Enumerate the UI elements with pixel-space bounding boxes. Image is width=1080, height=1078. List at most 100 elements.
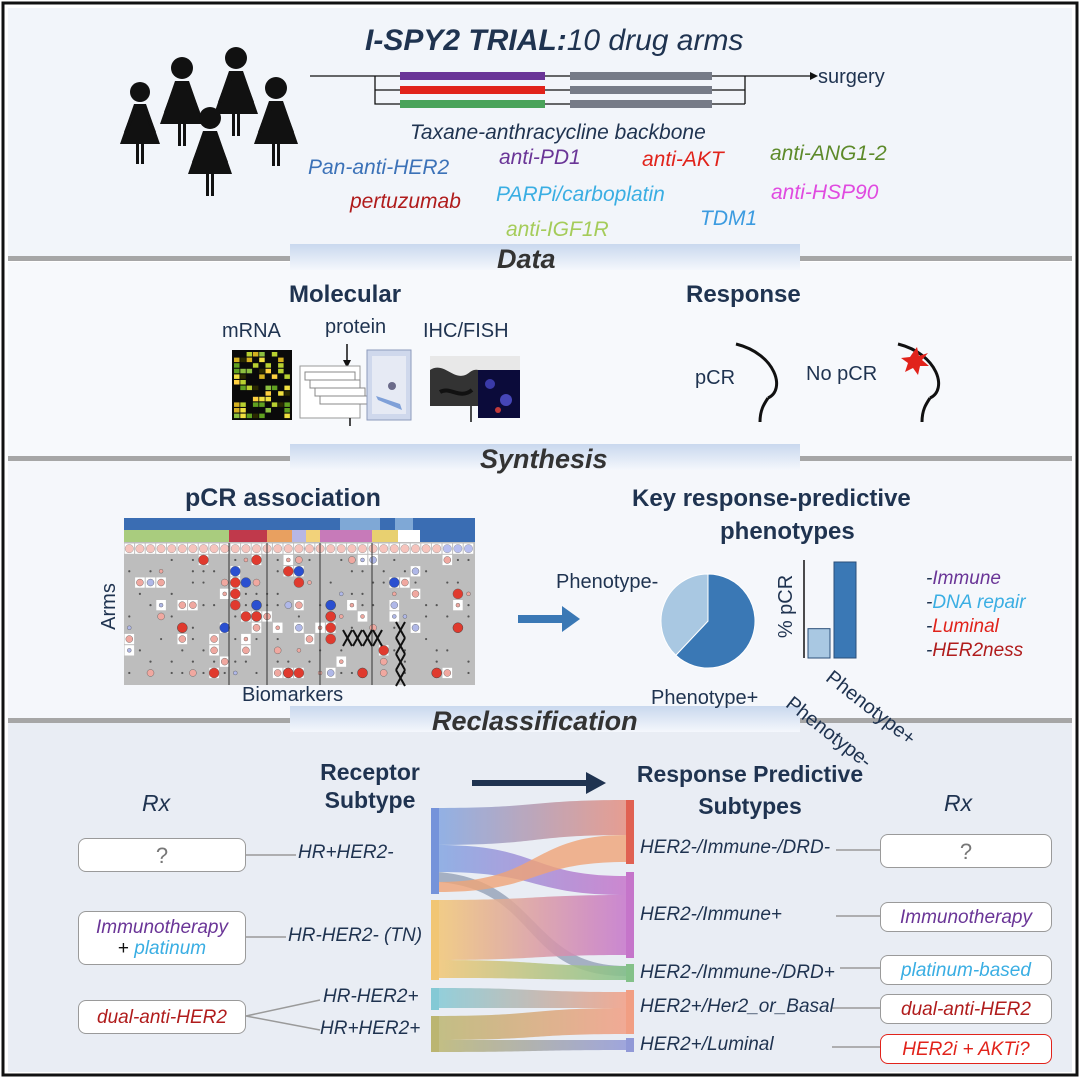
arm-bar-purple [400, 72, 545, 80]
response-her2neg-immuneneg-drdneg: HER2-/Immune-/DRD- [640, 837, 831, 858]
mrna-cell [234, 363, 240, 368]
heatmap-dot [411, 567, 420, 575]
response-her2neg-immunepos: HER2-/Immune+ [640, 904, 783, 925]
heatmap-dot [252, 544, 261, 554]
mrna-cell [259, 402, 265, 407]
heatmap-dot [453, 544, 463, 554]
heatmap-dot [178, 601, 187, 609]
section-dividers [8, 244, 1072, 732]
mrna-cell [259, 352, 265, 357]
heatmap-dot [443, 556, 451, 564]
mrna-cell [240, 374, 246, 379]
heatmap-dot [442, 544, 452, 554]
heatmap-dot [240, 577, 252, 588]
rx-box-immunotherapy-right: Immunotherapy [880, 902, 1052, 932]
heatmap-dot [188, 544, 198, 554]
heatmap-dot [127, 625, 132, 630]
mrna-cell [259, 396, 265, 402]
heatmap-dot [244, 604, 247, 607]
heatmap-dot [286, 557, 291, 563]
receptor-tn: HR-HER2- (TN) [288, 925, 423, 946]
mrna-cell [252, 413, 259, 419]
heatmap-dot [297, 615, 300, 618]
sankey-node-tn [431, 900, 439, 980]
heatmap-dot [425, 615, 428, 618]
mrna-cell [246, 352, 253, 357]
mrna-cell [284, 413, 290, 419]
heatmap-dot [255, 671, 258, 675]
heatmap-dot [213, 660, 216, 663]
sankey-node-drd-pos [626, 964, 634, 982]
heatmap-dot [210, 635, 218, 643]
heatmap-dot [167, 544, 177, 554]
bar-phenotype [833, 561, 857, 659]
heatmap-dot [255, 637, 258, 641]
heatmap-dot [181, 649, 184, 652]
phenotype-luminal: Luminal [932, 616, 999, 637]
heatmap-dot [222, 591, 227, 597]
heatmap-dot [202, 671, 205, 675]
heatmap-dot [425, 637, 428, 641]
heatmap-dot [230, 577, 241, 588]
trial-title-bold: I-SPY2 TRIAL: [365, 24, 567, 57]
heatmap-dot [213, 570, 216, 573]
heatmap-dot [380, 669, 388, 677]
molecular-title: Molecular [289, 281, 402, 308]
heatmap-dot [276, 570, 279, 573]
heatmap-dot [251, 599, 262, 611]
mrna-cell [278, 368, 284, 374]
heatmap-dot [170, 660, 173, 663]
trial-title-rest: 10 drug arms [566, 24, 744, 57]
response-title: Response [686, 281, 801, 308]
heatmap-dot [149, 570, 152, 573]
heatmap-dot [202, 570, 205, 573]
heatmap-dot [275, 625, 280, 630]
mrna-cell [265, 396, 271, 402]
drug-anti-ang1-2: anti-ANG1-2 [770, 142, 887, 165]
mrna-cell [234, 380, 240, 385]
heatmap-dot [124, 544, 134, 554]
heatmap-dot [467, 604, 470, 607]
heatmap-dot [255, 592, 258, 595]
heatmap-dot [170, 615, 173, 618]
heatmap-dot [456, 558, 459, 562]
heatmap-dot [181, 671, 184, 675]
receptor-subtype-title: Receptor Subtype [310, 758, 430, 814]
heatmap-dot [240, 611, 252, 622]
heatmap-dot [276, 592, 279, 595]
drug-tdm1: TDM1 [700, 207, 758, 230]
pcr-bar-chart [803, 560, 857, 659]
heatmap-dot [403, 660, 406, 663]
arm-bar-green [400, 100, 545, 108]
section-title-data: Data [497, 244, 556, 274]
heatmap-dot [208, 667, 220, 679]
pie-label-phenotype-plus: Phenotype+ [651, 687, 759, 709]
heatmap-dot [466, 591, 471, 597]
heatmap-dot [284, 601, 292, 609]
mrna-cell [271, 374, 278, 379]
heatmap-dot [372, 581, 375, 584]
mrna-cell [234, 402, 240, 407]
patients-icon [120, 47, 298, 196]
reclassification-arrow-icon [472, 772, 606, 794]
rx-box-her2i-akti: HER2i + AKTi? [880, 1034, 1052, 1064]
heatmap-dot [223, 671, 226, 675]
heatmap-dot [127, 648, 132, 653]
mrna-cell [234, 357, 240, 363]
heatmap-dot [308, 660, 311, 663]
heatmap-dot [435, 660, 438, 663]
sankey-node-hrpos-her2pos [431, 1016, 439, 1052]
drug-anti-igf1r: anti-IGF1R [506, 218, 609, 241]
heatmap-dot [128, 671, 131, 675]
heatmap-dot [435, 649, 438, 652]
heatmap-dot [392, 591, 397, 597]
heatmap-dot [230, 599, 241, 611]
heatmap-dot [339, 614, 344, 619]
mrna-cell [240, 368, 246, 374]
heatmap-dot [274, 669, 282, 677]
heatmap-dot [146, 578, 155, 587]
heatmap-dot [157, 578, 165, 587]
receptor-title-line1: Receptor [320, 759, 420, 785]
heatmap-dot [170, 592, 173, 595]
